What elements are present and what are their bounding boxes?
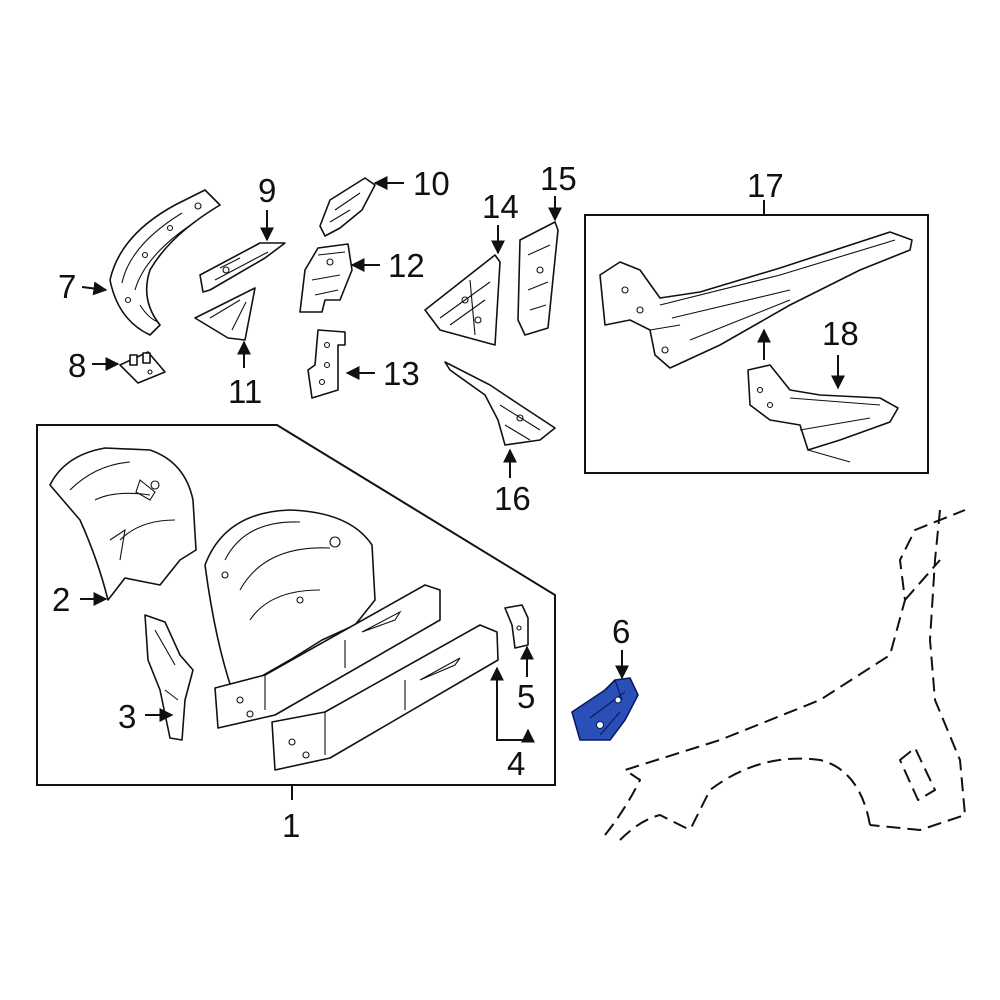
callout-numbers: 1 2 3 4 5 6 7 8 9 10 11 12 13 14 15 16 1…	[52, 160, 859, 844]
callout-9: 9	[258, 172, 276, 209]
callout-18: 18	[822, 315, 859, 352]
callout-13: 13	[383, 355, 420, 392]
callout-7: 7	[58, 268, 76, 305]
callout-16: 16	[494, 480, 531, 517]
vehicle-fender-outline	[604, 509, 966, 841]
part-3-panel[interactable]	[144, 614, 194, 741]
callout-6: 6	[612, 613, 630, 650]
part-13-panel[interactable]	[307, 329, 346, 399]
part-14-panel[interactable]	[424, 254, 501, 346]
part-1-apron-assembly[interactable]	[204, 509, 376, 691]
part-18-rail-extension[interactable]	[747, 364, 899, 463]
part-10-bracket[interactable]	[319, 177, 376, 237]
callout-2: 2	[52, 581, 70, 618]
callout-4: 4	[507, 745, 525, 782]
assembly-1-outline	[36, 424, 556, 786]
callout-12: 12	[388, 247, 425, 284]
part-12-bracket[interactable]	[299, 243, 353, 313]
callout-8: 8	[68, 347, 86, 384]
callout-17: 17	[747, 167, 784, 204]
callout-1: 1	[282, 807, 300, 844]
part-6-highlighted-bracket[interactable]	[571, 677, 639, 741]
part-16-bracket[interactable]	[444, 361, 556, 446]
part-8-bracket[interactable]	[119, 351, 166, 384]
assembly-17-outline	[584, 214, 929, 474]
part-17-frame-rail[interactable]	[599, 231, 913, 369]
part-7-upper-rail[interactable]	[109, 189, 221, 336]
callout-15: 15	[540, 160, 577, 197]
leader-lines	[80, 176, 845, 743]
callout-11: 11	[228, 373, 262, 410]
part-11-gusset[interactable]	[194, 287, 256, 341]
part-5-bracket[interactable]	[504, 604, 529, 649]
part-4-lower-rail[interactable]	[271, 624, 499, 771]
callout-5: 5	[517, 678, 535, 715]
part-15-pillar[interactable]	[517, 221, 559, 336]
part-2-apron[interactable]	[49, 447, 197, 601]
part-1-upper-rail[interactable]	[214, 584, 441, 729]
part-9-reinforcement[interactable]	[199, 242, 286, 293]
callout-14: 14	[482, 188, 519, 225]
callout-10: 10	[413, 165, 450, 202]
callout-3: 3	[118, 698, 136, 735]
